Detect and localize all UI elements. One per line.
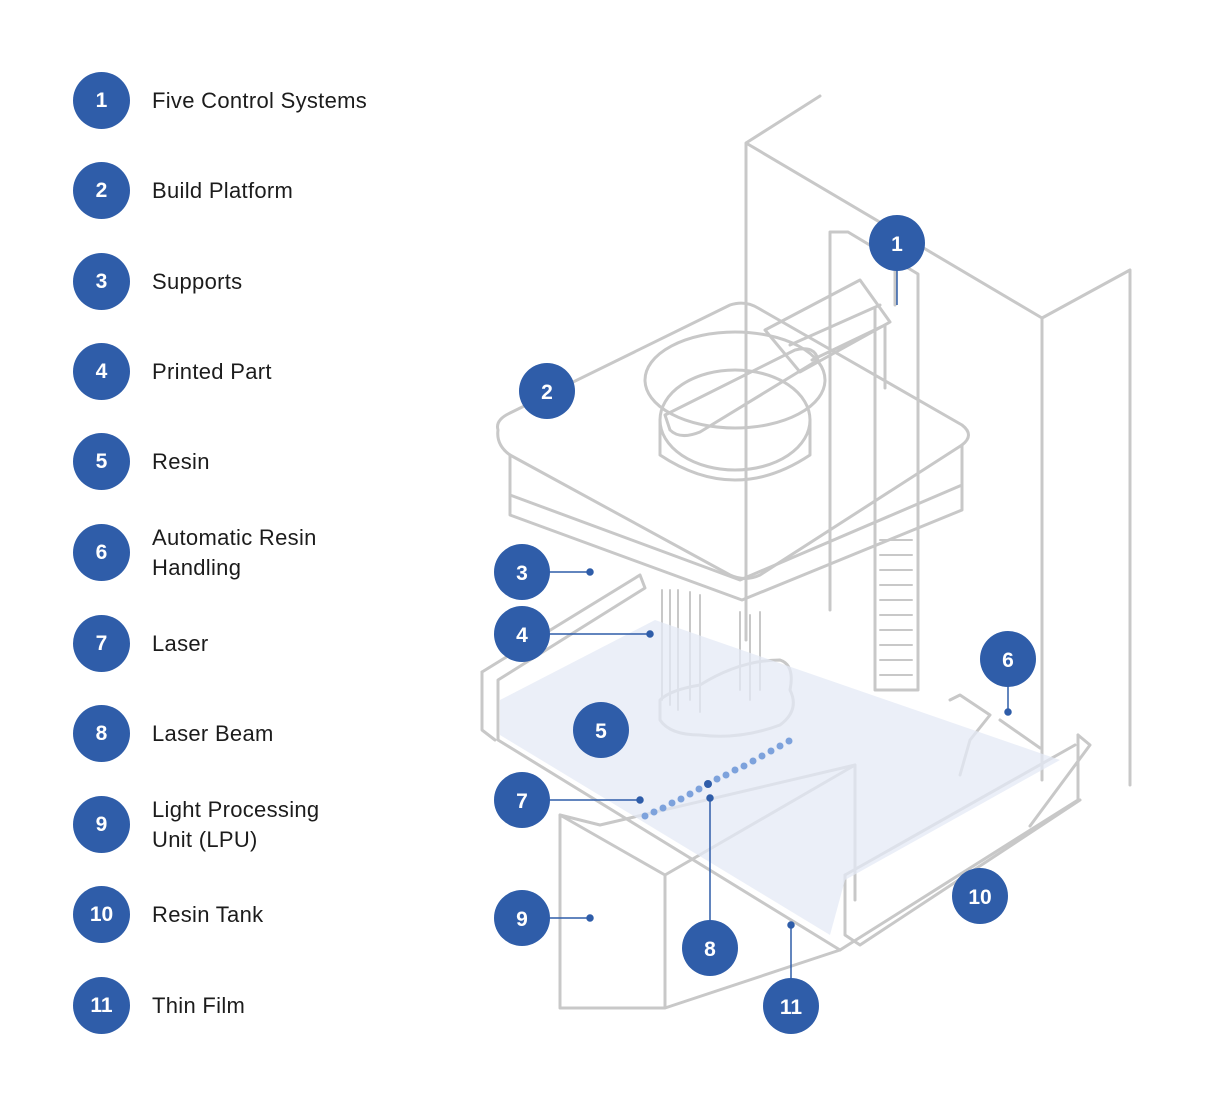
legend-label: Five Control Systems <box>152 88 368 113</box>
callout-8: 8 <box>682 920 738 976</box>
build-platform-sides <box>508 443 964 582</box>
laser-beam <box>641 737 793 820</box>
callout-number: 11 <box>780 996 803 1019</box>
callout-1: 1 <box>869 215 925 271</box>
platform-knob-top <box>643 330 827 430</box>
callout-number: 8 <box>704 938 716 961</box>
callout-4: 4 <box>494 606 550 662</box>
callout-number: 6 <box>1002 649 1014 672</box>
callout-number: 7 <box>516 790 528 813</box>
callout-number: 5 <box>595 720 607 743</box>
legend-item-resin-tank: 10 Resin Tank <box>73 886 473 944</box>
legend-item-laser-beam: 8 Laser Beam <box>73 705 473 763</box>
legend-label: Laser Beam <box>152 721 274 746</box>
callout-10: 10 <box>952 868 1008 924</box>
legend-badge: 5 <box>73 433 130 490</box>
legend-badge: 1 <box>73 72 130 129</box>
legend-item-laser: 7 Laser <box>73 615 473 673</box>
legend-badge: 9 <box>73 796 130 853</box>
legend-item-thin-film: 11 Thin Film <box>73 977 473 1035</box>
legend-item-build-platform: 2 Build Platform <box>73 162 473 220</box>
callout-number: 4 <box>516 624 528 647</box>
legend-badge: 8 <box>73 705 130 762</box>
callout-3: 3 <box>494 544 550 600</box>
resin-volume <box>500 620 1060 935</box>
legend-label: Light Processing Unit (LPU) <box>152 797 320 852</box>
legend-item-automatic-resin-handling: 6 Automatic Resin Handling <box>73 524 473 582</box>
platform-knob-wall <box>658 418 812 482</box>
legend-badge: 3 <box>73 253 130 310</box>
legend-item-printed-part: 4 Printed Part <box>73 343 473 401</box>
legend-item-supports: 3 Supports <box>73 253 473 311</box>
platform-knob-handle <box>663 347 820 437</box>
legend-item-light-processing-unit: 9 Light Processing Unit (LPU) <box>73 796 473 854</box>
callout-2: 2 <box>519 363 575 419</box>
resin-tank-outline <box>480 573 1080 952</box>
legend-label: Automatic Resin Handling <box>152 525 317 580</box>
callout-9: 9 <box>494 890 550 946</box>
legend-label: Build Platform <box>152 178 294 203</box>
legend-badge: 4 <box>73 343 130 400</box>
callout-number: 10 <box>968 886 991 909</box>
legend-label: Thin Film <box>152 993 246 1018</box>
callout-number: 3 <box>516 562 528 585</box>
legend-label: Resin <box>152 449 210 474</box>
legend-badge: 10 <box>73 886 130 943</box>
printer-tower <box>744 94 1132 787</box>
legend-item-resin: 5 Resin <box>73 433 473 491</box>
legend-badge: 7 <box>73 615 130 672</box>
legend-item-five-control-systems: 1 Five Control Systems <box>73 72 473 130</box>
carriage-arm <box>763 278 892 390</box>
callout-number: 2 <box>541 381 553 404</box>
legend-label: Resin Tank <box>152 902 264 927</box>
build-platform-front <box>508 483 964 602</box>
legend-badge: 6 <box>73 524 130 581</box>
callout-7: 7 <box>494 772 550 828</box>
callout-5: 5 <box>573 702 629 758</box>
callout-6: 6 <box>980 631 1036 687</box>
legend-badge: 2 <box>73 162 130 219</box>
legend-label: Printed Part <box>152 359 272 384</box>
legend-label: Supports <box>152 269 243 294</box>
callout-11: 11 <box>763 978 819 1034</box>
legend-badge: 11 <box>73 977 130 1034</box>
lead-screw <box>879 539 913 676</box>
callout-number: 9 <box>516 908 528 931</box>
legend-label: Laser <box>152 631 209 656</box>
callout-number: 1 <box>891 233 903 256</box>
